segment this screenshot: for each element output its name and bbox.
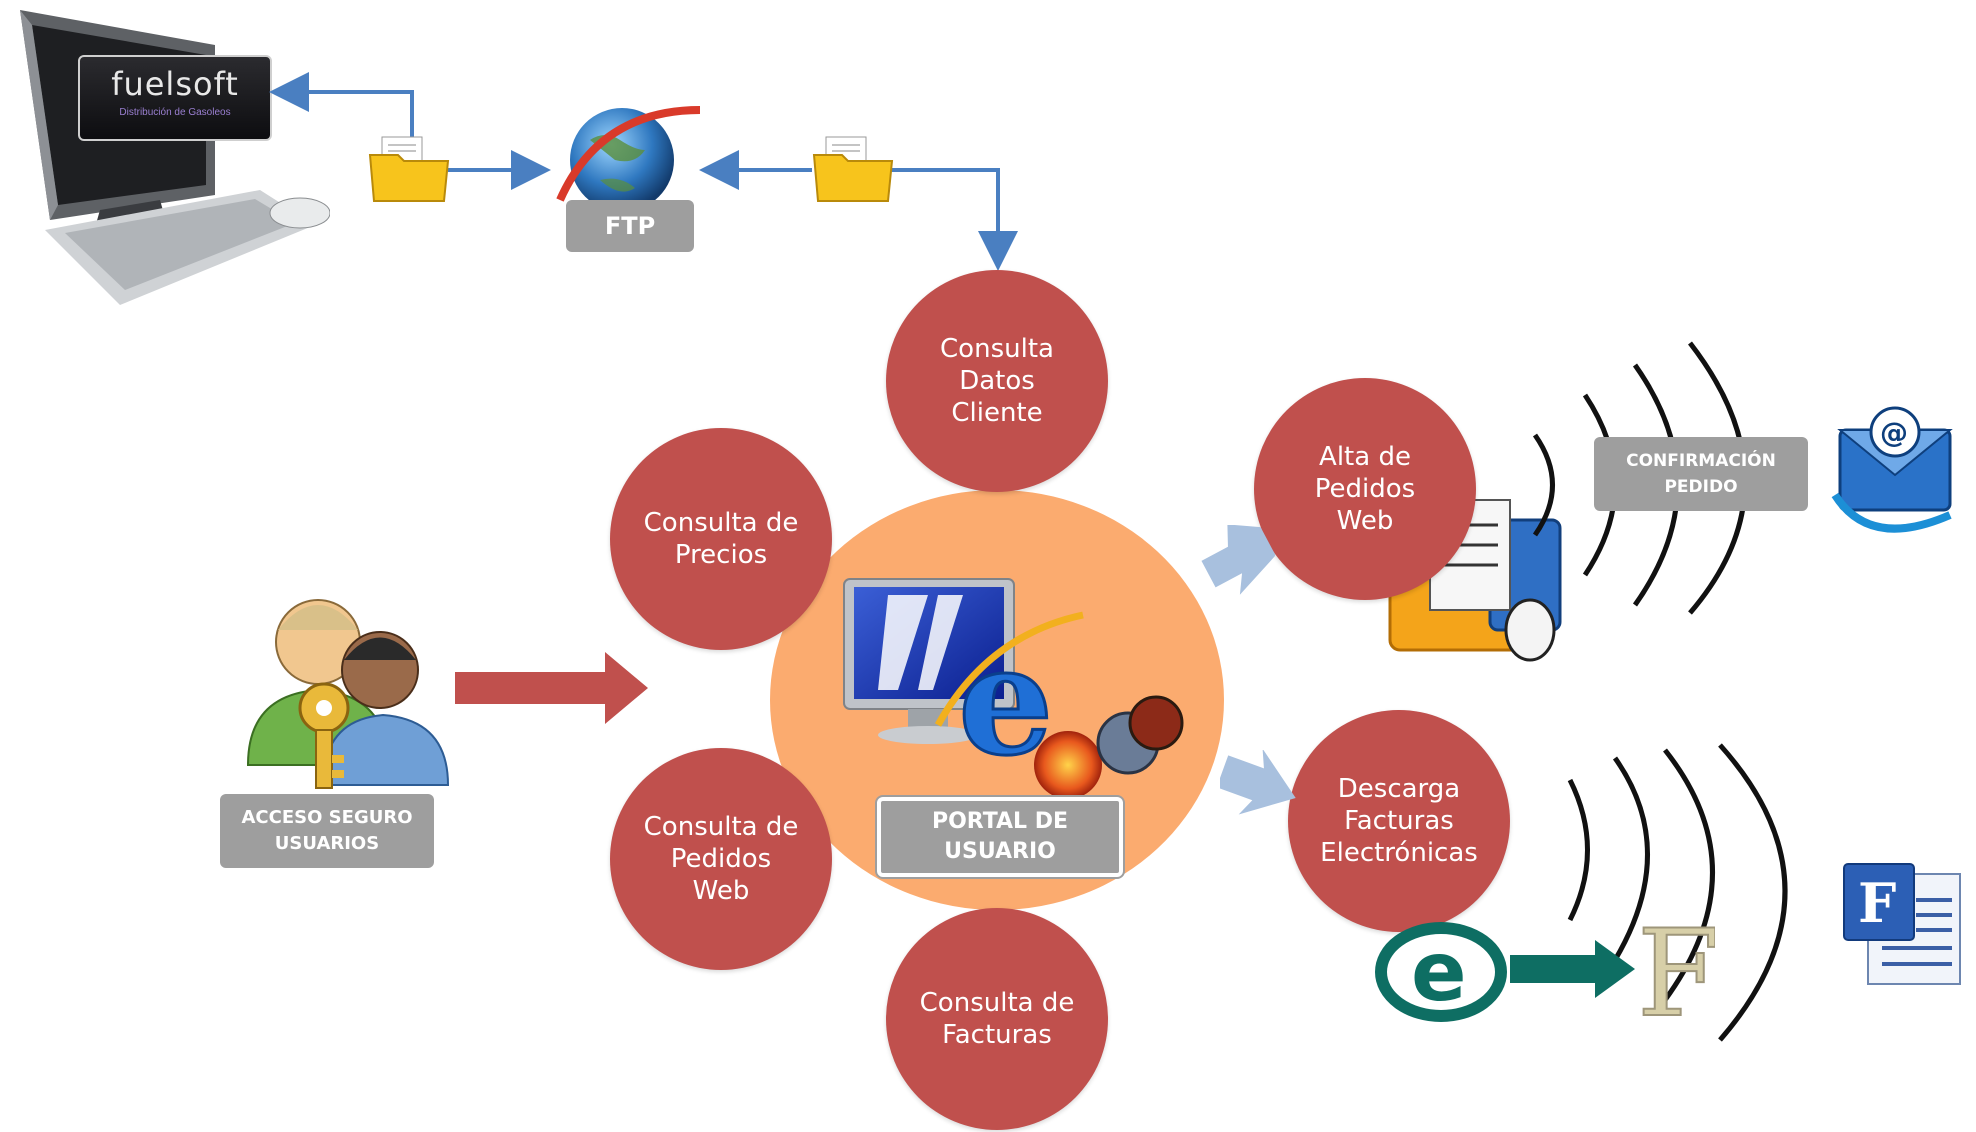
browser-icon: e (843, 578, 1184, 799)
svg-text:F: F (1637, 905, 1715, 1040)
node-alta-pedidos-web: Alta de Pedidos Web (1254, 378, 1476, 600)
node-label: Consulta de Facturas (919, 988, 1075, 1050)
ftp-label: FTP (566, 200, 694, 252)
node-consulta-pedidos-web: Consulta de Pedidos Web (610, 748, 832, 970)
einvoice-icon: e F (1375, 904, 1715, 1040)
incoming-order-arrow (1201, 525, 1275, 595)
outgoing-invoice-arrow (1220, 750, 1296, 815)
logo-tagline: Distribución de Gasoleos (119, 107, 231, 118)
folder-icon (368, 136, 450, 202)
node-consulta-datos-cliente: Consulta Datos Cliente (886, 270, 1108, 492)
node-label: Consulta Datos Cliente (940, 334, 1054, 428)
access-label: ACCESO SEGURO USUARIOS (220, 794, 434, 868)
globe-icon (556, 106, 701, 212)
svg-text:@: @ (1880, 416, 1908, 449)
users-key-icon (246, 599, 450, 789)
svg-text:F: F (1858, 871, 1896, 935)
node-label: Consulta de Precios (643, 508, 799, 570)
ftp-connectors (269, 72, 1018, 271)
node-label: Descarga Facturas Electrónicas (1320, 774, 1478, 868)
portal-label: PORTAL DE USUARIO (877, 797, 1123, 877)
document-icon: F (1843, 863, 1961, 985)
logo-brand: fuelsoft (111, 65, 239, 103)
email-icon: @ (1831, 406, 1953, 533)
node-label: Consulta de Pedidos Web (643, 812, 799, 906)
svg-text:e: e (1411, 925, 1467, 1020)
node-consulta-precios: Consulta de Precios (610, 428, 832, 650)
node-consulta-facturas: Consulta de Facturas (886, 908, 1108, 1130)
confirmation-label: CONFIRMACIÓN PEDIDO (1594, 437, 1808, 511)
node-descarga-facturas: Descarga Facturas Electrónicas (1288, 710, 1510, 932)
node-label: Alta de Pedidos Web (1314, 442, 1416, 536)
access-arrow (455, 652, 648, 724)
fuelsoft-logo: fuelsoft Distribución de Gasoleos (78, 55, 272, 141)
svg-text:e: e (958, 613, 1053, 789)
folder-icon (812, 136, 894, 202)
signal-waves (1567, 743, 1788, 1042)
